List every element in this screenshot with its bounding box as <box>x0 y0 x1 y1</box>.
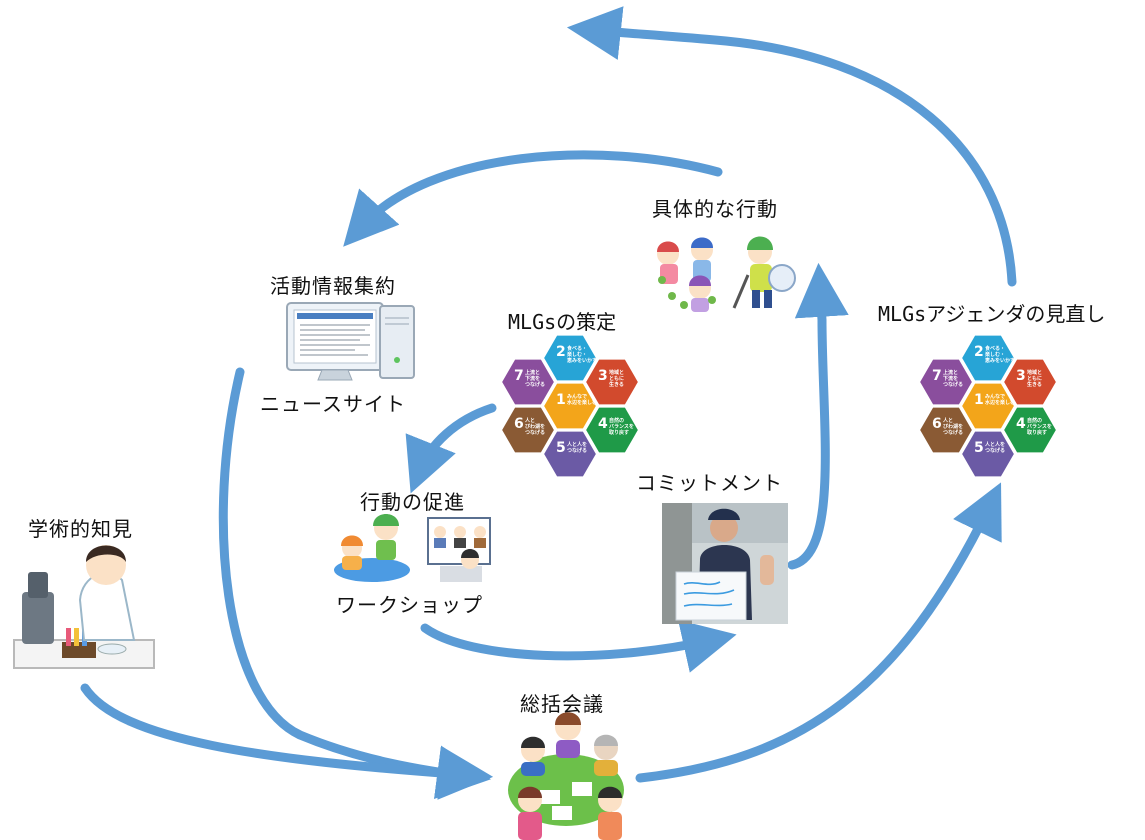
mlg-goal-text: 自然の <box>1027 417 1042 424</box>
mlg-goal-number: 6 <box>932 416 942 432</box>
computer-illustration <box>286 302 415 381</box>
mlg-goal-number: 5 <box>556 440 566 456</box>
mlg-goal-text: みんなで <box>985 393 1005 400</box>
mlg-goal-number: 1 <box>556 392 566 408</box>
mlg-goal-text: 楽しむ・ <box>984 351 1005 358</box>
mlg-goal-number: 3 <box>1016 368 1026 384</box>
mlg-goal-text: バランスを <box>1027 423 1052 430</box>
mlg-goal-text: ともに <box>609 375 624 382</box>
mlg-goal-text: 下流を <box>943 375 958 382</box>
mlg-goal-number: 4 <box>1016 416 1026 432</box>
mlg-goal-number: 2 <box>974 344 984 360</box>
mlg-goal-text: 地域と <box>609 369 624 376</box>
arrow-commitment-to-action <box>787 262 849 570</box>
meeting-screen-illustration <box>427 517 491 582</box>
mlg-goal-text: びわ湖を <box>525 423 545 430</box>
mlg-goal-text: つなげる <box>525 381 545 388</box>
label-academic-knowledge: 学術的知見 <box>28 517 133 541</box>
mlg-goal-number: 5 <box>974 440 984 456</box>
mlg-goal-number: 6 <box>514 416 524 432</box>
arrow-review-to-top <box>566 6 1017 287</box>
mlg-goal-text: びわ湖を <box>943 423 963 430</box>
mlg-goal-text: つなげる <box>943 429 963 436</box>
mlg-goal-text: 恵みをいかす <box>985 357 1015 364</box>
label-news-site: ニュースサイト <box>260 392 406 416</box>
mlg-goal-number: 7 <box>514 368 524 384</box>
mlg-goal-text: 水辺を楽しむ <box>984 399 1015 406</box>
mlg-goal-text: 水辺を楽しむ <box>566 399 597 406</box>
mlg-goal-text: 人と人を <box>984 441 1005 448</box>
arrow-science-to-summit <box>80 683 494 800</box>
mlg-goal-text: ともに <box>1027 375 1042 382</box>
scientist-illustration <box>13 545 155 669</box>
label-action-promotion: 行動の促進 <box>360 490 465 514</box>
mlg-goal-text: 食べる・ <box>985 345 1005 352</box>
label-mlgs-agenda-review: MLGsアジェンダの見直し <box>878 302 1106 326</box>
label-mlgs-strategy: MLGsの策定 <box>508 310 617 334</box>
commitment-photo <box>662 503 788 624</box>
mlg-goal-number: 1 <box>974 392 984 408</box>
label-concrete-action: 具体的な行動 <box>652 197 778 221</box>
label-summary-meeting: 総括会議 <box>520 692 604 716</box>
mlg-goal-text: 生きる <box>609 381 624 388</box>
mlg-goal-text: 上流と <box>525 369 540 376</box>
mlg-goal-text: みんなで <box>567 393 587 400</box>
mlg-goal-number: 2 <box>556 344 566 360</box>
label-workshop: ワークショップ <box>336 593 483 617</box>
mlg-goal-text: 取り戻す <box>1027 429 1047 436</box>
mlg-goal-text: 地域と <box>1027 369 1042 376</box>
children-workshop-illustration <box>334 514 410 582</box>
mlg-goal-number: 4 <box>598 416 608 432</box>
arrow-summit-to-review <box>635 482 1002 783</box>
arrows <box>80 6 1017 800</box>
mlg-goal-text: 人と <box>524 417 535 424</box>
mlg-goal-number: 7 <box>932 368 942 384</box>
arrow-action-to-info <box>343 150 723 247</box>
arrow-workshop-to-commitment <box>420 619 737 673</box>
mlg-goal-text: 食べる・ <box>567 345 587 352</box>
cleanup-illustration <box>732 236 796 309</box>
arrow-mlgs-to-promotion <box>405 403 497 494</box>
mlg-goal-text: 人と人を <box>566 441 587 448</box>
mlg-goal-number: 3 <box>598 368 608 384</box>
label-commitment: コミットメント <box>636 471 783 495</box>
label-info-aggregation: 活動情報集約 <box>270 274 396 298</box>
mlg-goal-text: 人と <box>942 417 953 424</box>
mlg-goal-text: バランスを <box>609 423 634 430</box>
mlg-goal-text: 楽しむ・ <box>566 351 587 358</box>
mlg-goal-text: 取り戻す <box>609 429 629 436</box>
mlg-goal-text: つなげる <box>985 447 1005 454</box>
mlg-goal-text: つなげる <box>525 429 545 436</box>
mlg-goal-text: 下流を <box>525 375 540 382</box>
mlg-goal-text: つなげる <box>943 381 963 388</box>
children-activity-illustration <box>657 237 716 312</box>
meeting-illustration <box>508 712 624 840</box>
mlg-goal-text: つなげる <box>567 447 587 454</box>
mlg-goal-text: 上流と <box>943 369 958 376</box>
mlg-goal-text: 生きる <box>1027 381 1042 388</box>
mlg-goal-text: 自然の <box>609 417 624 424</box>
mlg-goal-text: 恵みをいかす <box>567 357 597 364</box>
